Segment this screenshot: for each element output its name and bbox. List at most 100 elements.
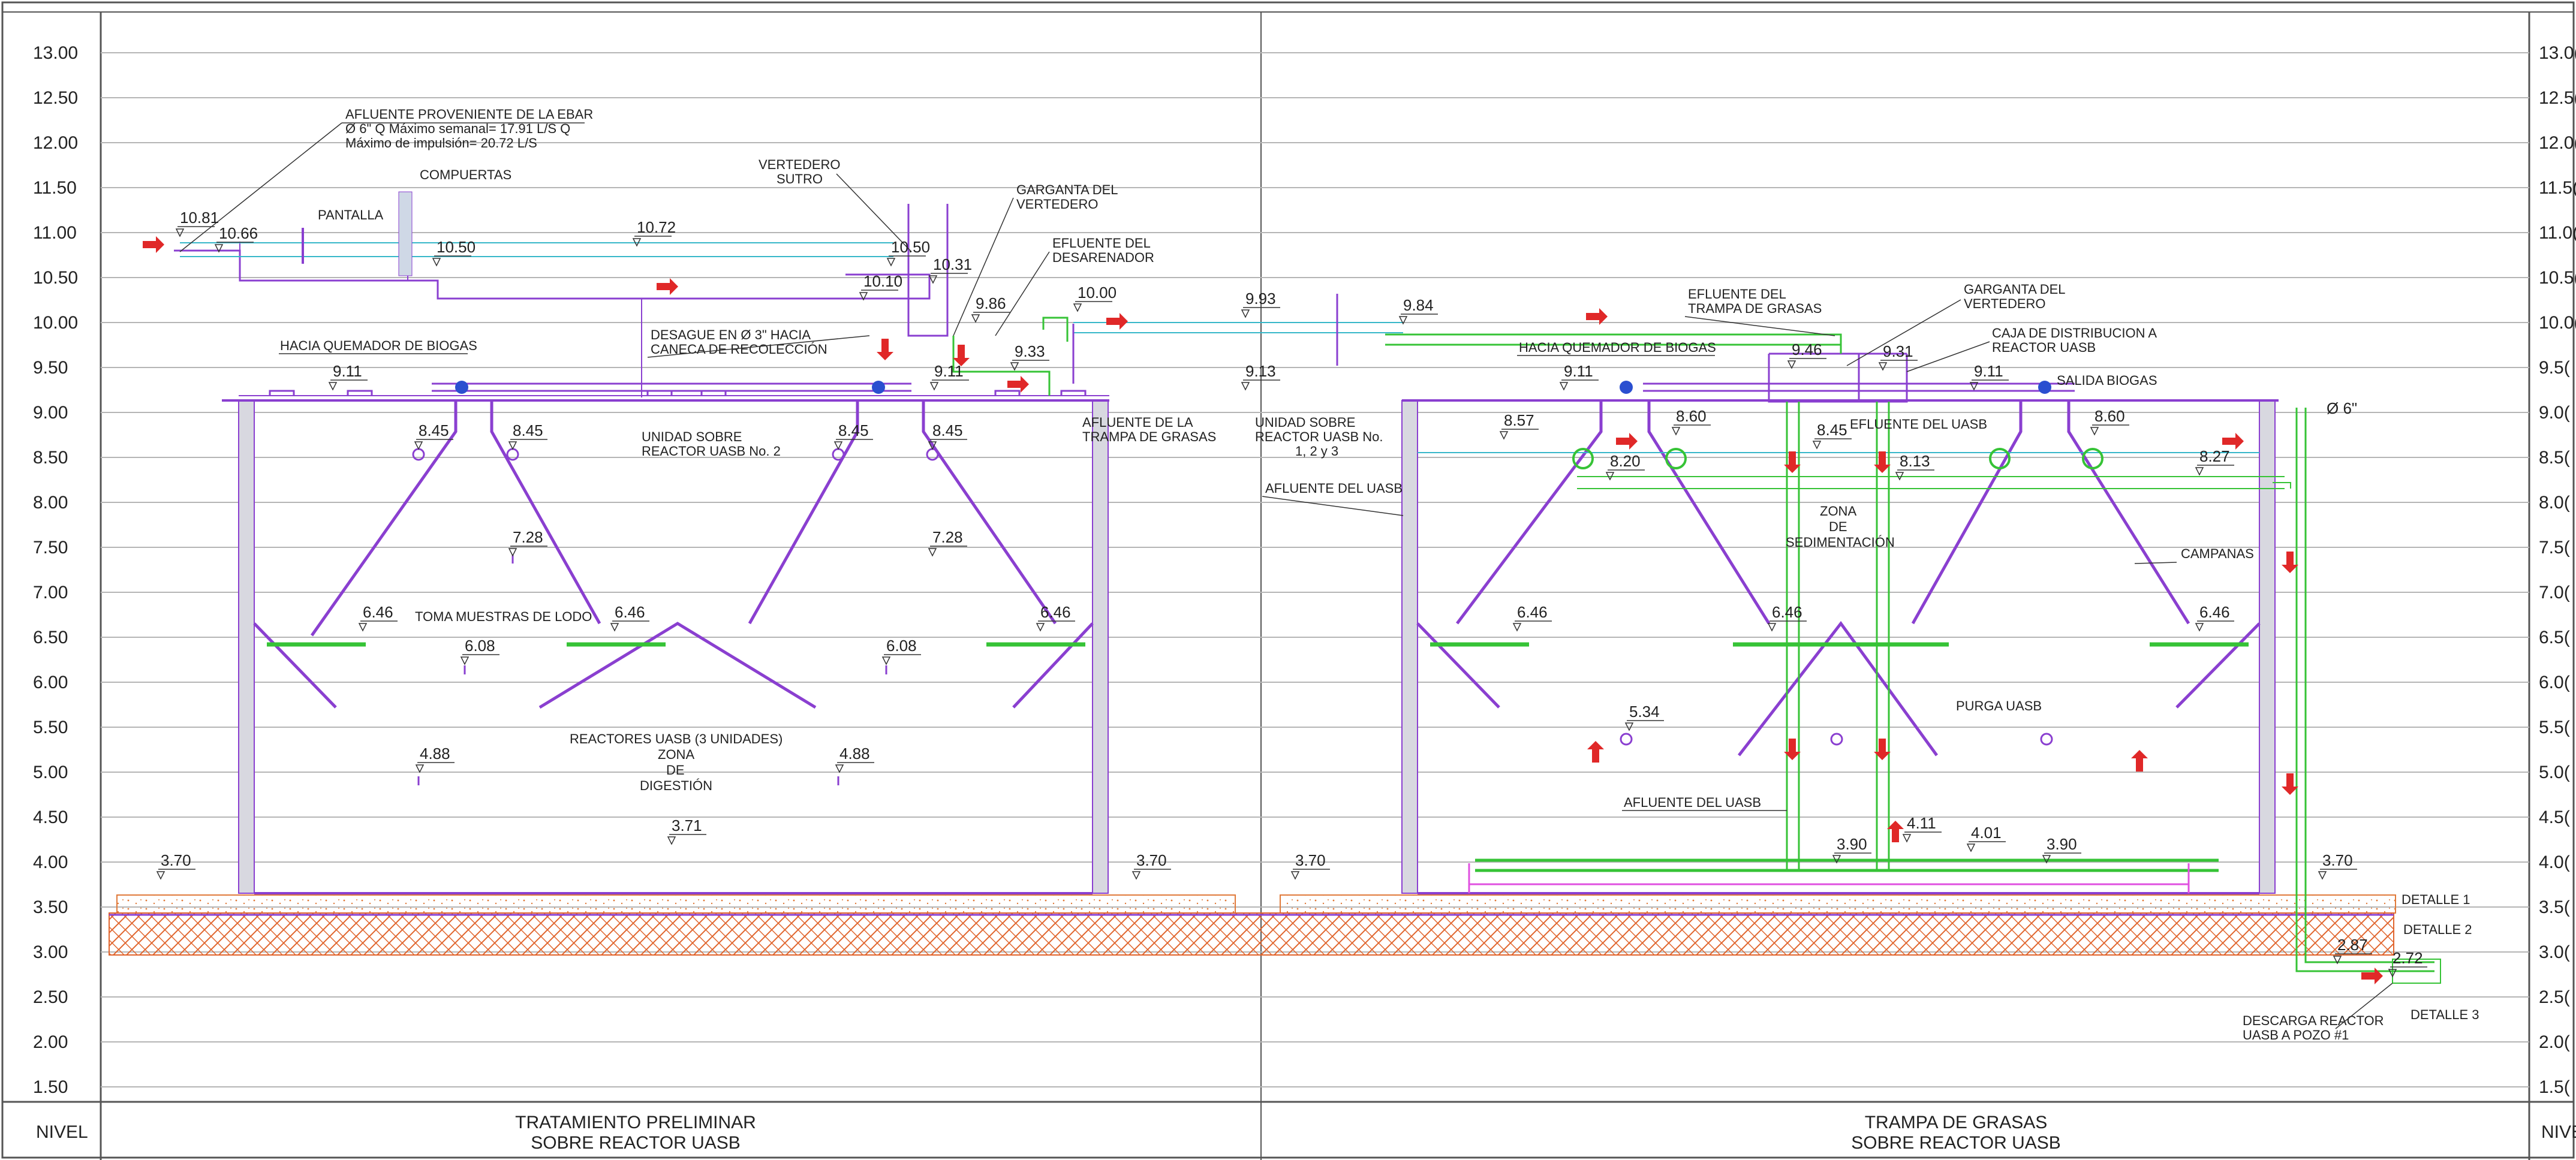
- elevation-value: 8.20: [1610, 452, 1641, 470]
- note-purga: PURGA UASB: [1956, 698, 2042, 713]
- level-tick-label: 11.00: [33, 223, 77, 243]
- elevation-value: 8.45: [419, 421, 449, 439]
- level-tick-label: 9.50: [33, 358, 68, 378]
- footer: NIVEL NIVE TRATAMIENTO PRELIMINAR SOBRE …: [36, 1113, 2576, 1153]
- level-tick-label: 12.50: [33, 88, 78, 108]
- nivel-label-right: NIVE: [2541, 1122, 2576, 1142]
- elevation-value: 10.50: [437, 238, 476, 256]
- note-zona-sed-de: DE: [1829, 519, 1847, 534]
- level-tick-label: 6.5(: [2539, 628, 2570, 647]
- elevation-mark: 10.81: [175, 209, 219, 237]
- note-unidad-123-c: 1, 2 y 3: [1295, 444, 1338, 459]
- elevation-value: 9.86: [976, 294, 1006, 312]
- elevation-mark: 9.13: [1241, 362, 1280, 391]
- elevation-value: 3.70: [1295, 851, 1326, 869]
- level-tick-label: 8.00: [33, 493, 68, 513]
- level-tick-label: 6.00: [33, 673, 68, 692]
- elevation-value: 3.90: [2047, 835, 2077, 853]
- elevation-mark: 6.46: [1767, 603, 1807, 632]
- level-tick-label: 7.0(: [2539, 583, 2570, 602]
- elevation-mark: 6.46: [1036, 603, 1075, 632]
- level-tick-label: 13.0(: [2539, 43, 2576, 63]
- note-detalle-2: DETALLE 2: [2403, 922, 2472, 937]
- elevation-value: 9.11: [333, 362, 362, 380]
- elevation-mark: 4.01: [1966, 824, 2006, 852]
- section-title-preliminar: TRATAMIENTO PRELIMINAR: [515, 1113, 756, 1132]
- level-tick-label: 13.00: [33, 43, 78, 63]
- elevation-value: 3.90: [1837, 835, 1867, 853]
- level-tick-label: 4.00: [33, 852, 68, 872]
- elevation-value: 7.28: [513, 528, 543, 546]
- elevation-value: 8.45: [932, 421, 963, 439]
- level-tick-label: 11.50: [33, 178, 77, 198]
- level-tick-label: 2.5(: [2539, 987, 2570, 1007]
- level-tick-label: 1.50: [33, 1077, 68, 1097]
- note-afluente-ebar-q: Ø 6" Q Máximo semanal= 17.91 L/S Q: [345, 121, 570, 136]
- elevation-mark: 4.11: [1902, 814, 1942, 843]
- note-reactores-digestion: DIGESTIÓN: [640, 778, 712, 793]
- section-title-trampa: TRAMPA DE GRASAS: [1865, 1113, 2048, 1132]
- note-efluente-uasb: EFLUENTE DEL UASB: [1850, 417, 1987, 432]
- note-desague: DESAGUE EN Ø 3" HACIA: [651, 327, 811, 342]
- note-efluente-desarenador-2: DESARENADOR: [1052, 250, 1154, 265]
- level-tick-label: 6.0(: [2539, 673, 2570, 692]
- note-campanas: CAMPANAS: [2181, 546, 2254, 561]
- level-tick-label: 3.50: [33, 897, 68, 917]
- level-tick-label: 12.0(: [2539, 133, 2576, 153]
- elevation-value: 6.46: [363, 603, 393, 621]
- note-descarga-2: UASB A POZO #1: [2243, 1028, 2349, 1043]
- elevation-mark: 9.11: [1969, 362, 2009, 391]
- elevation-mark: 9.11: [1559, 362, 1599, 391]
- elevation-mark: 10.50: [432, 238, 476, 267]
- elevation-mark: 8.27: [2195, 447, 2234, 476]
- level-tick-label: 7.00: [33, 583, 68, 602]
- level-tick-label: 7.5(: [2539, 538, 2570, 558]
- elevation-mark: 10.50: [886, 238, 930, 267]
- note-garganta-right-2: VERTEDERO: [1964, 296, 2046, 311]
- reactor-left: [174, 191, 1403, 894]
- level-tick-label: 4.5(: [2539, 808, 2570, 827]
- note-unidad-2: UNIDAD SOBRE: [642, 429, 742, 444]
- level-tick-label: 9.0(: [2539, 403, 2570, 423]
- level-tick-label: 4.50: [33, 808, 68, 827]
- note-caja-distribucion: CAJA DE DISTRIBUCION A: [1992, 326, 2157, 341]
- annotations: AFLUENTE PROVENIENTE DE LA EBAR Ø 6" Q M…: [179, 107, 2479, 1043]
- elevation-value: 8.45: [838, 421, 869, 439]
- level-tick-label: 3.0(: [2539, 942, 2570, 962]
- elevation-mark: 6.08: [881, 637, 921, 665]
- level-tick-label: 2.0(: [2539, 1032, 2570, 1052]
- elevation-value: 9.11: [1564, 362, 1593, 380]
- elevation-mark: 3.70: [1131, 851, 1171, 880]
- elevation-value: 8.13: [1900, 452, 1930, 470]
- note-efluente-trampa: EFLUENTE DEL: [1688, 287, 1786, 302]
- elevation-mark: 9.31: [1878, 342, 1918, 371]
- elevation-value: 6.46: [615, 603, 645, 621]
- elevation-value: 10.10: [863, 272, 902, 290]
- elevation-value: 9.93: [1245, 290, 1276, 308]
- elevation-mark: 4.88: [415, 745, 455, 773]
- note-reactores: REACTORES UASB (3 UNIDADES): [570, 731, 783, 746]
- elevation-value: 9.11: [1974, 362, 2003, 380]
- level-tick-label: 7.50: [33, 538, 68, 558]
- elevation-mark: 10.66: [214, 224, 258, 253]
- note-afluente-trampa-2: TRAMPA DE GRASAS: [1082, 429, 1216, 444]
- note-afluente-uasb-top: AFLUENTE DEL UASB: [1265, 481, 1403, 496]
- level-tick-label: 2.50: [33, 987, 68, 1007]
- elevation-mark: 8.60: [1671, 407, 1711, 436]
- note-detalle-3: DETALLE 3: [2411, 1007, 2479, 1022]
- elevation-value: 10.72: [637, 218, 676, 236]
- elevation-value: 9.31: [1883, 342, 1913, 360]
- elevation-mark: 9.86: [971, 294, 1010, 323]
- note-afluente-ebar: AFLUENTE PROVENIENTE DE LA EBAR: [345, 107, 593, 122]
- note-detalle-1: DETALLE 1: [2402, 892, 2470, 907]
- note-afluente-uasb-bottom: AFLUENTE DEL UASB: [1624, 795, 1761, 810]
- elevation-mark: 9.84: [1398, 296, 1438, 325]
- elevation-value: 3.70: [2322, 851, 2353, 869]
- elevation-value: 5.34: [1629, 703, 1660, 721]
- elevation-value: 10.50: [891, 238, 930, 256]
- elevation-mark: 7.28: [928, 528, 967, 557]
- elevation-value: 10.31: [933, 255, 972, 273]
